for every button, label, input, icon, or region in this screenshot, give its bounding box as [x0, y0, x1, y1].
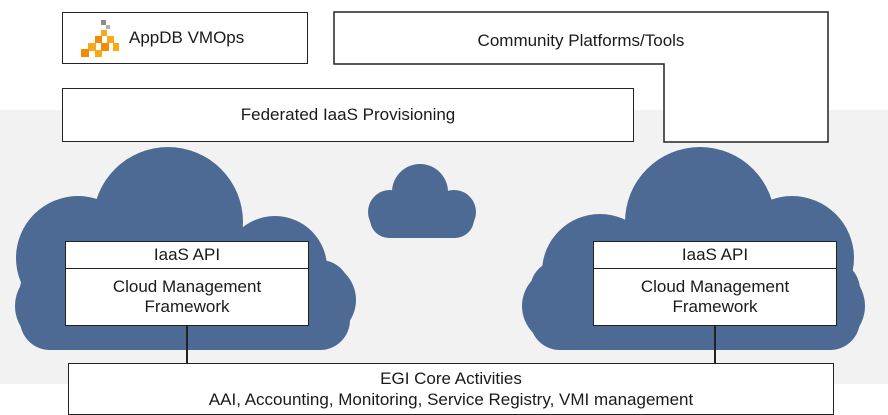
- left-iaas-api-label: IaaS API: [153, 245, 221, 264]
- right-iaas-api-box: IaaS API: [593, 241, 837, 269]
- right-cloud-management-box: Cloud Management Framework: [593, 268, 837, 326]
- appdb-logo-icon: [77, 18, 121, 58]
- community-label: Community Platforms/Tools: [477, 31, 685, 50]
- right-connector-line: [714, 326, 716, 364]
- federated-provisioning-box: Federated IaaS Provisioning: [62, 88, 634, 142]
- right-cmf-line-1: Cloud Management: [640, 277, 790, 296]
- middle-cloud-icon: [368, 164, 476, 238]
- core-title: EGI Core Activities: [380, 369, 522, 388]
- left-cloud-management-box: Cloud Management Framework: [65, 268, 309, 326]
- right-iaas-api-label: IaaS API: [681, 245, 749, 264]
- core-subtitle: AAI, Accounting, Monitoring, Service Reg…: [208, 390, 694, 409]
- right-cmf-line-2: Framework: [672, 297, 758, 316]
- egi-core-activities-box: EGI Core Activities AAI, Accounting, Mon…: [68, 363, 834, 415]
- appdb-label: AppDB VMOps: [129, 28, 245, 47]
- appdb-box: AppDB VMOps: [62, 12, 308, 64]
- left-connector-line: [186, 326, 188, 364]
- left-iaas-api-box: IaaS API: [65, 241, 309, 269]
- left-cmf-line-2: Framework: [144, 297, 230, 316]
- left-cmf-line-1: Cloud Management: [112, 277, 262, 296]
- federated-label: Federated IaaS Provisioning: [240, 105, 456, 124]
